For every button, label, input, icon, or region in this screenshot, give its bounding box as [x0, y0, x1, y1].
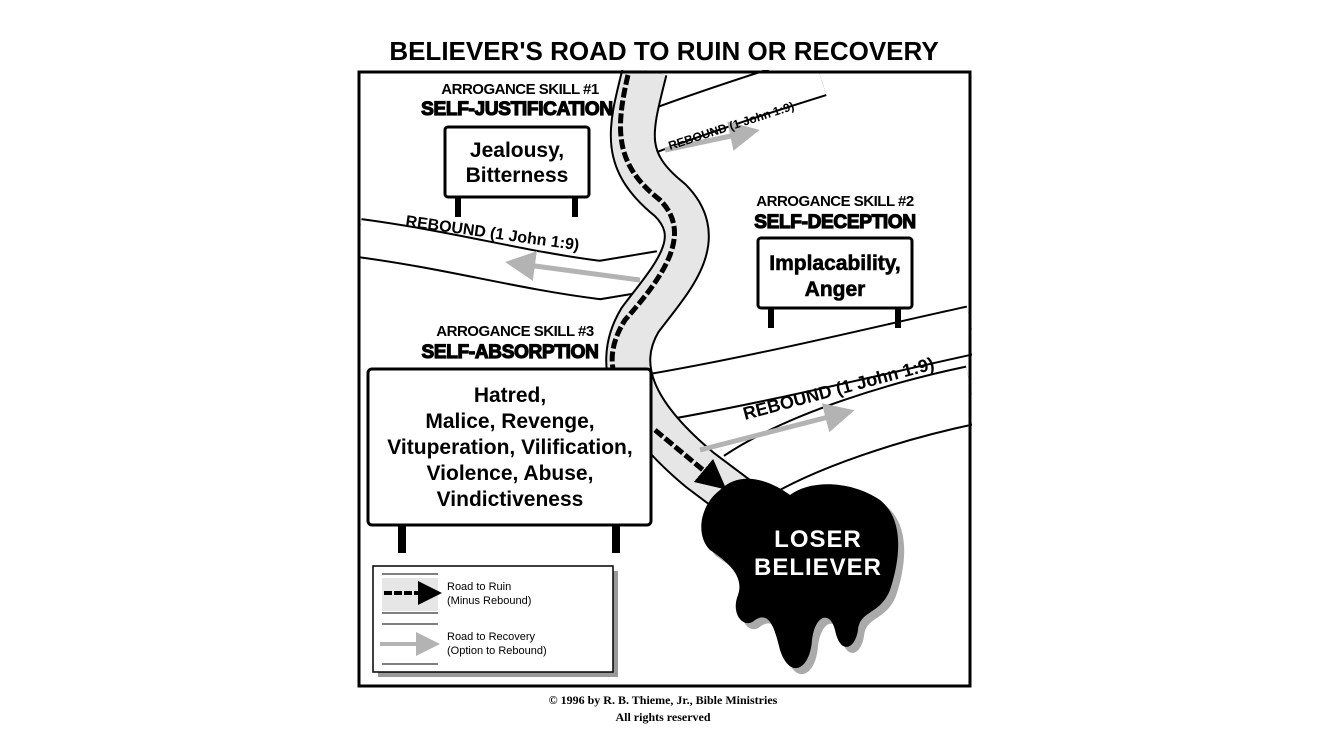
destination-line-1: LOSER	[774, 526, 862, 553]
recovery-arrow-3	[699, 403, 855, 453]
sign-3-line-5: Vindictiveness	[437, 488, 584, 511]
diagram-title: BELIEVER'S ROAD TO RUIN OR RECOVERY	[389, 36, 938, 66]
skill-3-name: SELF-ABSORPTION	[421, 342, 598, 363]
sign-1-line-2: Bitterness	[466, 164, 569, 187]
skill-1-name: SELF-JUSTIFICATION	[421, 99, 613, 120]
sign-1-line-1: Jealousy,	[470, 139, 564, 162]
skill-1-label: ARROGANCE SKILL #1	[441, 81, 599, 98]
sign-3-line-2: Malice, Revenge,	[425, 410, 594, 433]
recovery-arrow-2	[664, 121, 760, 153]
legend-recovery-label: Road to Recovery	[447, 631, 536, 643]
sign-3-line-4: Violence, Abuse,	[427, 462, 594, 485]
recovery-arrow-1	[505, 251, 641, 283]
copyright: © 1996 by R. B. Thieme, Jr., Bible Minis…	[548, 693, 778, 707]
rights-reserved: All rights reserved	[615, 710, 711, 724]
skill-2-label: ARROGANCE SKILL #2	[756, 193, 914, 210]
loser-believer-blob: LOSER BELIEVER	[701, 478, 905, 675]
sign-jealousy: Jealousy, Bitterness	[443, 125, 591, 217]
destination-line-2: BELIEVER	[754, 554, 882, 581]
sign-hatred: Hatred, Malice, Revenge, Vituperation, V…	[366, 367, 653, 553]
skill-2-name: SELF-DECEPTION	[754, 212, 916, 233]
sign-2-line-1: Implacability,	[769, 252, 901, 275]
sign-3-line-1: Hatred,	[474, 384, 546, 407]
sign-3-line-3: Vituperation, Vilification,	[387, 436, 632, 459]
sign-implacability: Implacability, Anger	[756, 236, 914, 328]
sign-2-line-2: Anger	[805, 278, 866, 301]
legend-ruin-label: Road to Ruin	[447, 581, 511, 593]
legend: Road to Ruin (Minus Rebound) Road to Rec…	[372, 565, 618, 677]
legend-recovery-sub: (Option to Rebound)	[447, 645, 547, 657]
skill-3-label: ARROGANCE SKILL #3	[436, 323, 594, 340]
legend-ruin-sub: (Minus Rebound)	[447, 595, 531, 607]
recovery-arrows	[505, 121, 855, 453]
